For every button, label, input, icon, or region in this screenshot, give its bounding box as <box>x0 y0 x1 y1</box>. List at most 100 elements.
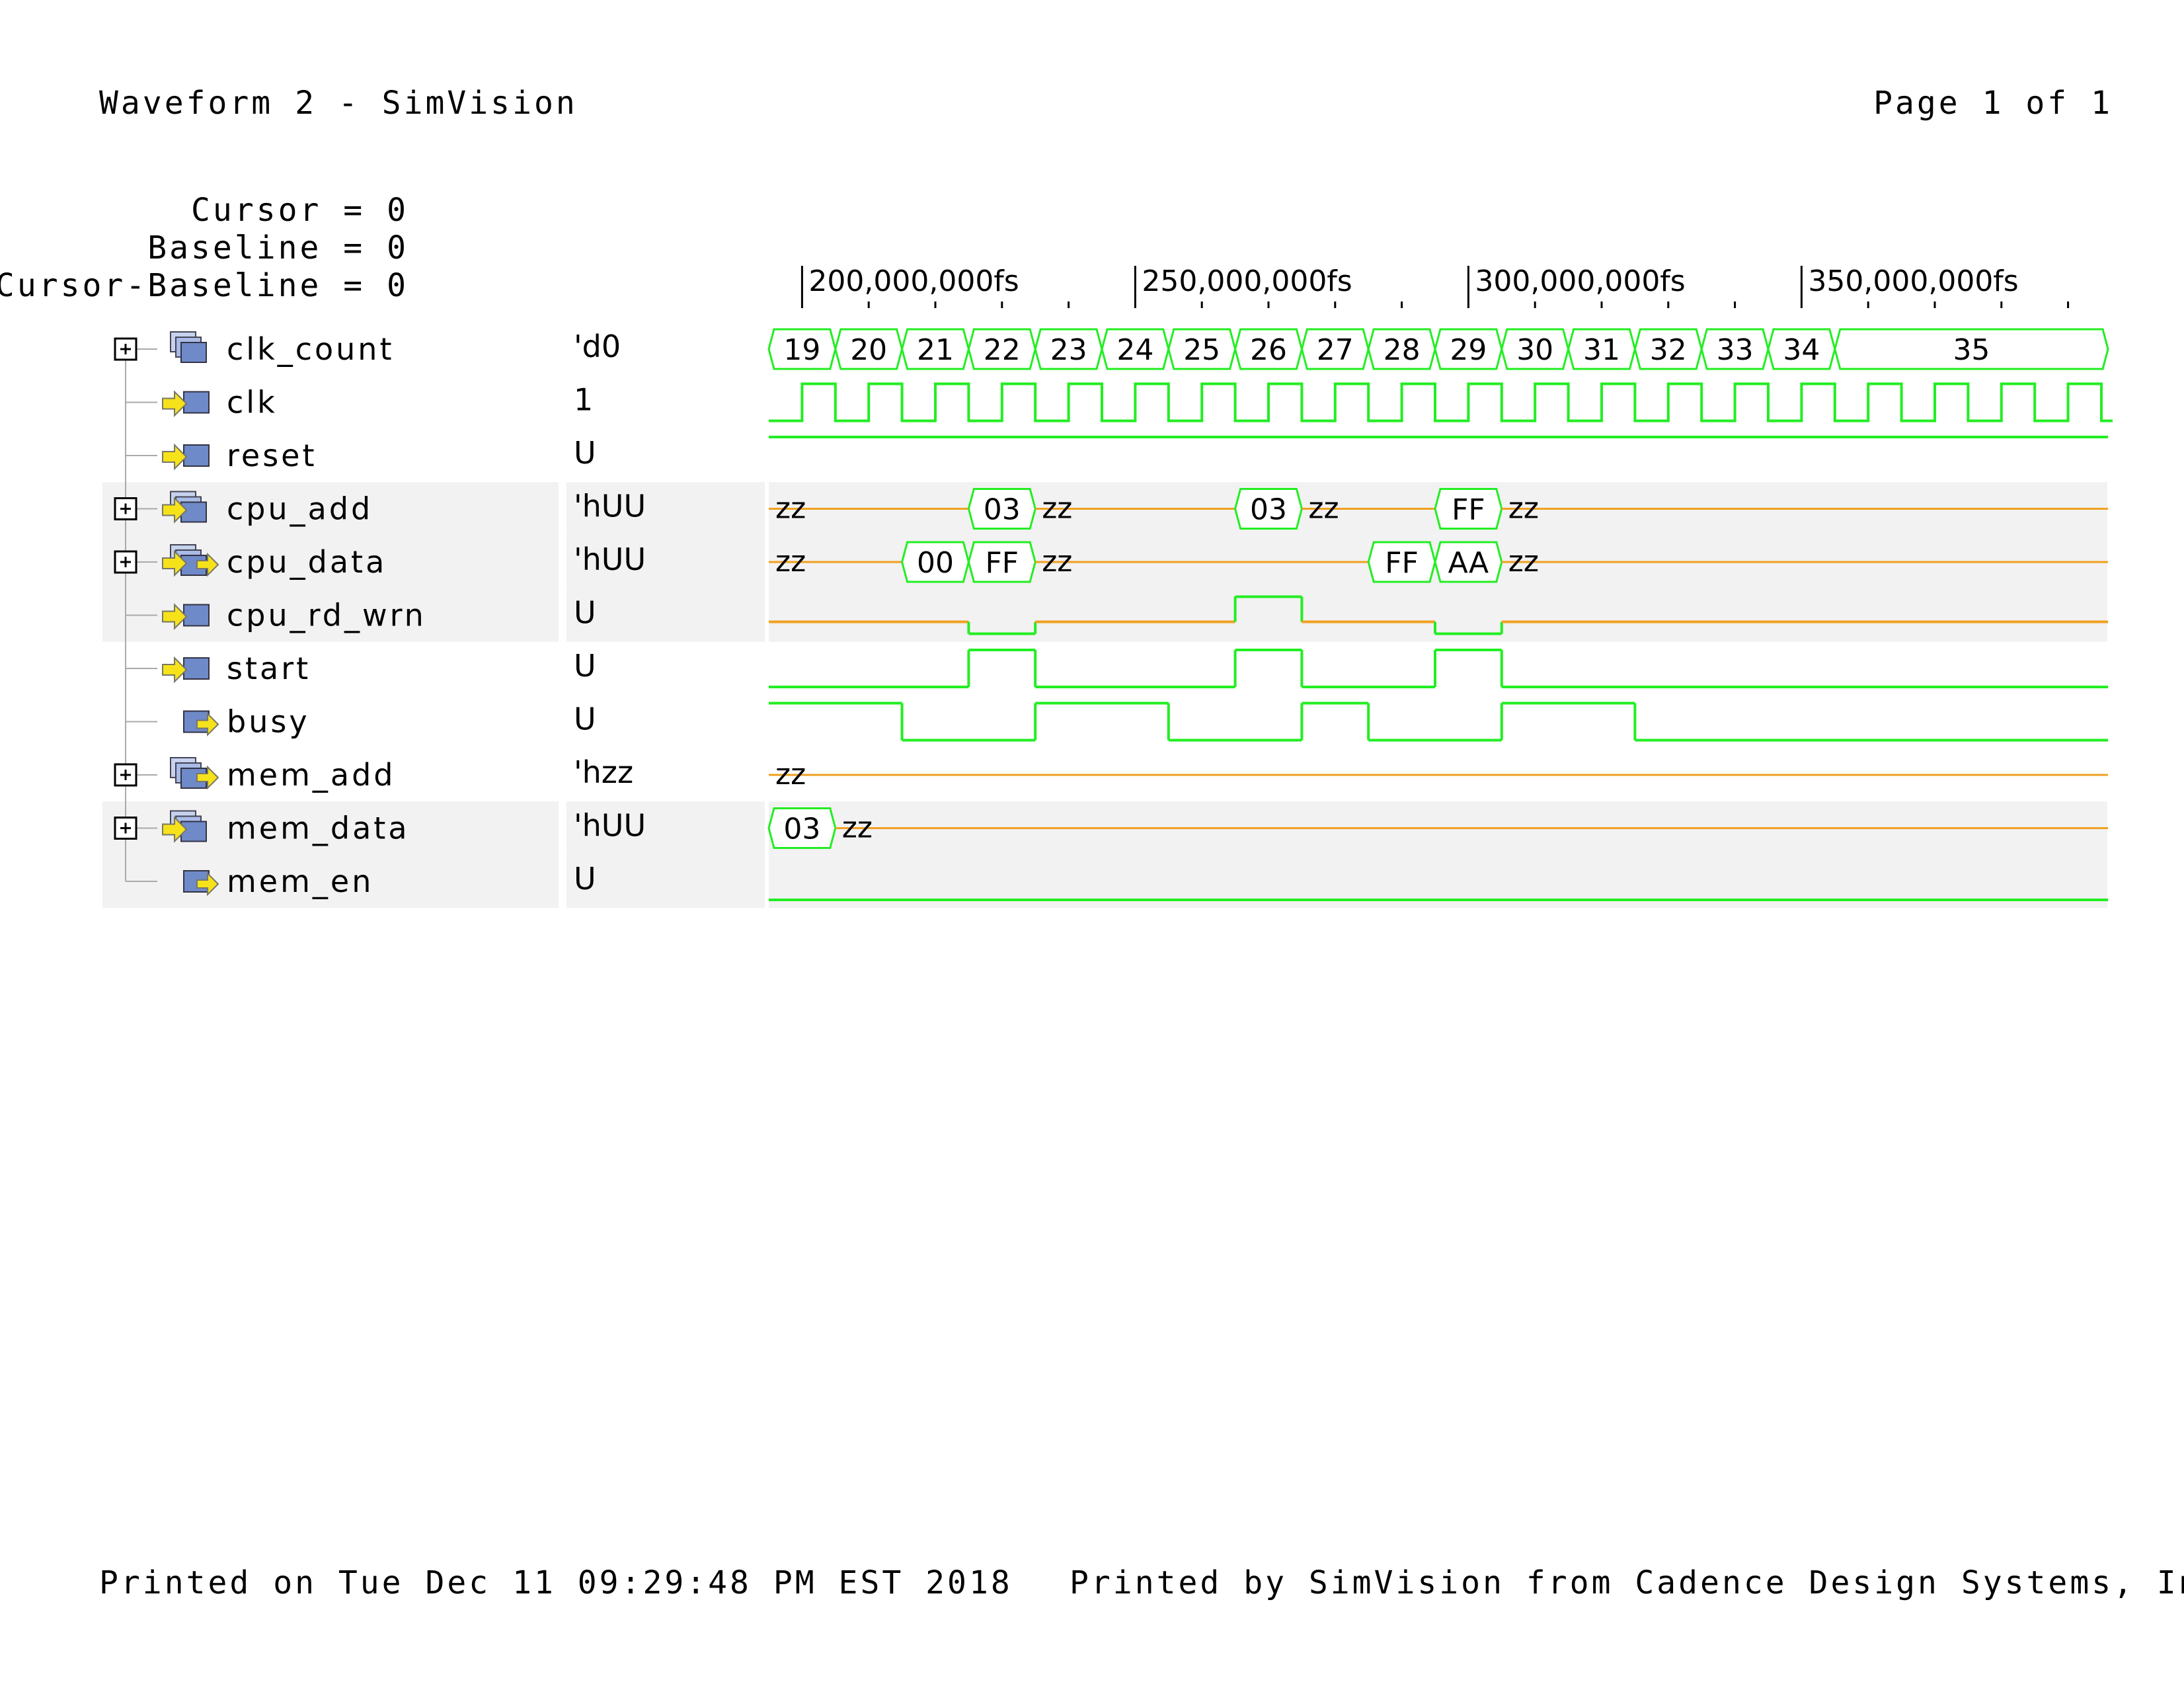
signal-value-mem_en: U <box>574 861 596 897</box>
waveform-trace-cpu_add: zz 03 zz 03 zz FF zz <box>769 488 2109 530</box>
bus-value-label: 26 <box>1250 333 1287 367</box>
row-highlight-value-cpu_add <box>566 482 765 536</box>
bus-value-label: 34 <box>1783 333 1820 367</box>
bus-register-icon <box>170 331 207 363</box>
row-highlight-value-cpu_rd_wrn <box>566 588 765 642</box>
input-bus-icon <box>162 491 207 524</box>
bus-value-label: 03 <box>783 813 820 846</box>
bus-value-label: 33 <box>1717 333 1754 367</box>
bus-value-label: zz <box>842 811 873 845</box>
signal-name-reset[interactable]: reset <box>227 438 317 473</box>
signal-value-clk_count: 'd0 <box>574 329 621 364</box>
bus-value-label: zz <box>1508 492 1539 526</box>
expand-mem_add-button[interactable] <box>114 763 137 787</box>
ruler-label: 300,000,000fs <box>1475 264 1685 298</box>
ruler-label: 250,000,000fs <box>1142 264 1352 298</box>
bus-value-label: 30 <box>1516 333 1553 367</box>
row-highlight-value-mem_en <box>566 854 765 908</box>
bus-value-label: 19 <box>783 333 820 367</box>
bus-value-label: zz <box>1308 492 1339 526</box>
signal-name-mem_add[interactable]: mem_add <box>227 757 396 793</box>
page-number: Page 1 of 1 <box>1873 85 2113 122</box>
row-highlight-value-mem_data <box>566 801 765 855</box>
printed-by-footer: Printed by SimVision from Cadence Design… <box>1070 1564 2184 1601</box>
bus-value-label: zz <box>775 545 806 579</box>
baseline-readout: Baseline = 0 <box>147 229 409 266</box>
signal-value-clk: 1 <box>574 382 593 418</box>
row-highlight-value-cpu_data <box>566 535 765 589</box>
waveform-trace-clk <box>769 382 2113 422</box>
ruler-label: 200,000,000fs <box>808 264 1019 298</box>
bus-value-label: zz <box>1508 545 1539 579</box>
inout-bus-icon <box>162 544 219 577</box>
signal-name-mem_data[interactable]: mem_data <box>227 811 410 846</box>
signal-name-mem_en[interactable]: mem_en <box>227 863 373 899</box>
bus-value-label: zz <box>1042 492 1072 526</box>
signal-value-cpu_data: 'hUU <box>574 542 646 577</box>
bus-value-label: 25 <box>1183 333 1220 367</box>
waveform-trace-mem_data: 03 zz <box>767 807 2109 849</box>
printed-on-footer: Printed on Tue Dec 11 09:29:48 PM EST 20… <box>99 1564 1013 1601</box>
bus-value-label: 27 <box>1317 333 1354 367</box>
output-bus-icon <box>170 757 219 790</box>
bus-value-label: 22 <box>984 333 1021 367</box>
bus-value-label: AA <box>1448 546 1489 580</box>
bus-value-label: 29 <box>1450 333 1487 367</box>
signal-name-cpu_rd_wrn[interactable]: cpu_rd_wrn <box>227 598 426 633</box>
waveform-trace-cpu_data: zz 00 FF zz FF AA zz <box>769 541 2109 583</box>
bus-value-label: zz <box>775 758 806 791</box>
output-arrow-icon <box>183 870 219 897</box>
input-arrow-icon <box>162 603 210 630</box>
signal-value-mem_data: 'hUU <box>574 808 646 844</box>
input-bus-icon <box>162 810 207 843</box>
signal-value-start: U <box>574 648 596 684</box>
ruler-label: 350,000,000fs <box>1808 264 2018 298</box>
expand-clk_count-button[interactable] <box>114 337 137 361</box>
signal-name-busy[interactable]: busy <box>227 704 310 740</box>
input-arrow-icon <box>162 656 210 684</box>
signal-value-cpu_add: 'hUU <box>574 489 646 524</box>
waveform-trace-clk_count: 19 20 21 22 23 24 25 26 27 28 29 30 31 32 33 34 35 <box>767 328 2109 370</box>
signal-name-start[interactable]: start <box>227 651 311 686</box>
bus-value-label: 28 <box>1384 333 1421 367</box>
expand-cpu_data-button[interactable] <box>114 550 137 574</box>
waveform-trace-cpu_rd_wrn <box>769 595 2109 635</box>
signal-value-cpu_rd_wrn: U <box>574 595 596 631</box>
cursor-readout: Cursor = 0 <box>191 192 409 229</box>
signal-name-cpu_data[interactable]: cpu_data <box>227 544 387 580</box>
bus-value-label: 32 <box>1650 333 1687 367</box>
signal-name-cpu_add[interactable]: cpu_add <box>227 491 373 527</box>
bus-value-label: 24 <box>1116 333 1153 367</box>
expand-cpu_add-button[interactable] <box>114 497 137 520</box>
waveform-trace-mem_add: zz <box>769 758 2109 791</box>
output-arrow-icon <box>183 710 219 737</box>
signal-name-clk_count[interactable]: clk_count <box>227 331 395 367</box>
bus-value-label: 35 <box>1953 333 1990 367</box>
bus-value-label: zz <box>775 492 806 526</box>
bus-value-label: 03 <box>984 493 1021 527</box>
expand-mem_data-button[interactable] <box>114 817 137 840</box>
bus-value-label: 00 <box>917 546 954 580</box>
signal-value-busy: U <box>574 702 596 737</box>
waveform-trace-start <box>769 649 2109 688</box>
signal-value-reset: U <box>574 435 596 471</box>
clock-trace <box>769 382 2113 422</box>
bus-value-cell <box>1834 328 2109 370</box>
bus-value-label: zz <box>1042 545 1072 579</box>
waveform-trace-busy <box>769 702 2109 742</box>
signal-value-mem_add: 'hzz <box>574 754 633 790</box>
row-highlight-mem_en <box>102 854 559 908</box>
bus-value-label: FF <box>1385 546 1419 580</box>
bus-value-label: FF <box>1452 493 1485 527</box>
bus-value-label: FF <box>985 546 1019 580</box>
bus-value-label: 21 <box>917 333 954 367</box>
bus-value-label: 23 <box>1050 333 1087 367</box>
cursor-baseline-readout: Cursor-Baseline = 0 <box>0 267 409 304</box>
bus-value-label: 03 <box>1250 493 1287 527</box>
bus-value-label: 31 <box>1583 333 1620 367</box>
page-title: Waveform 2 - SimVision <box>99 85 578 122</box>
input-arrow-icon <box>162 443 210 471</box>
bus-value-label: 20 <box>850 333 887 367</box>
signal-name-clk[interactable]: clk <box>227 385 278 421</box>
